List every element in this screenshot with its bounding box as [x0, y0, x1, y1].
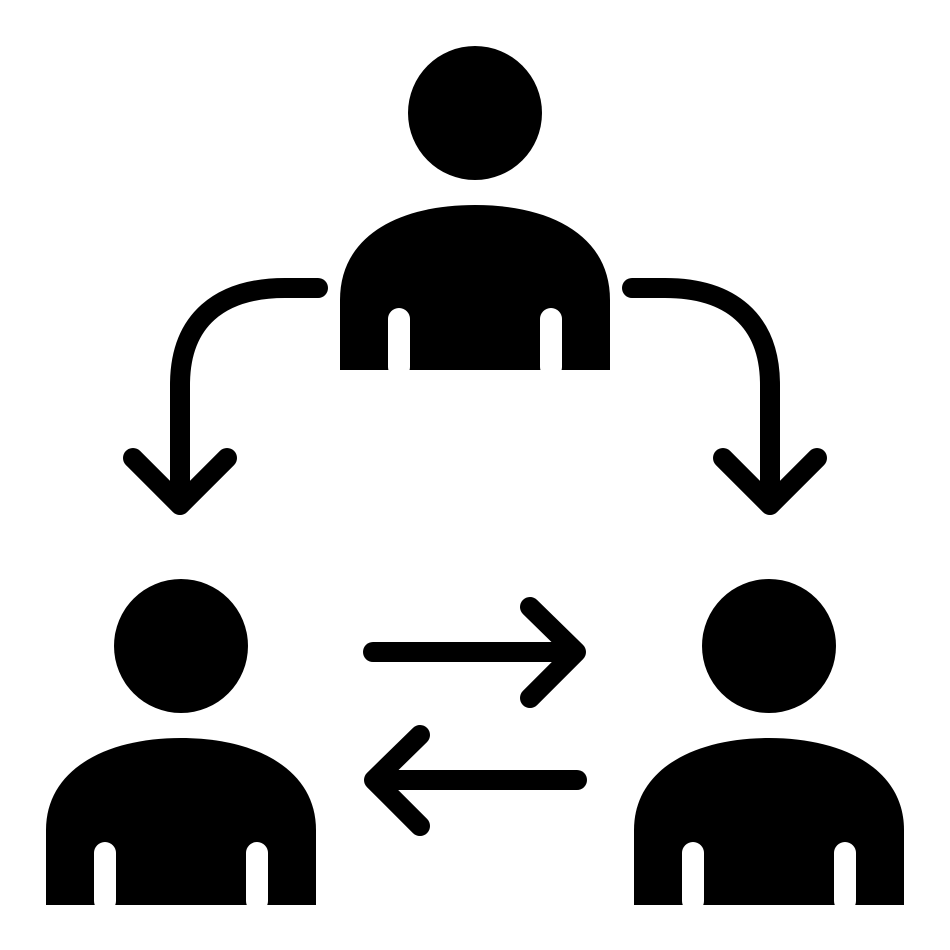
person-bottom-left-icon	[46, 579, 316, 912]
curved-arrow-down-left-icon	[123, 278, 328, 515]
person-top-body	[340, 205, 610, 370]
arrow-left-icon	[364, 725, 587, 836]
curved-arrow-down-right-icon	[622, 278, 827, 515]
person-bottom-left-arm-gap-right	[246, 842, 268, 912]
person-bottom-right-arm-gap-right	[834, 842, 856, 912]
arrow-right-icon	[363, 597, 586, 708]
person-top-arm-gap-right	[540, 308, 562, 378]
person-top-icon	[340, 46, 610, 378]
person-top-arm-gap-left	[388, 308, 410, 378]
person-bottom-left-arm-gap-left	[94, 842, 116, 912]
person-bottom-left-head	[114, 579, 248, 713]
person-bottom-right-head	[702, 579, 836, 713]
person-top-head	[408, 46, 542, 180]
person-bottom-left-body	[46, 738, 316, 905]
person-bottom-right-icon	[634, 579, 904, 912]
person-bottom-right-arm-gap-left	[682, 842, 704, 912]
person-bottom-right-body	[634, 738, 904, 905]
